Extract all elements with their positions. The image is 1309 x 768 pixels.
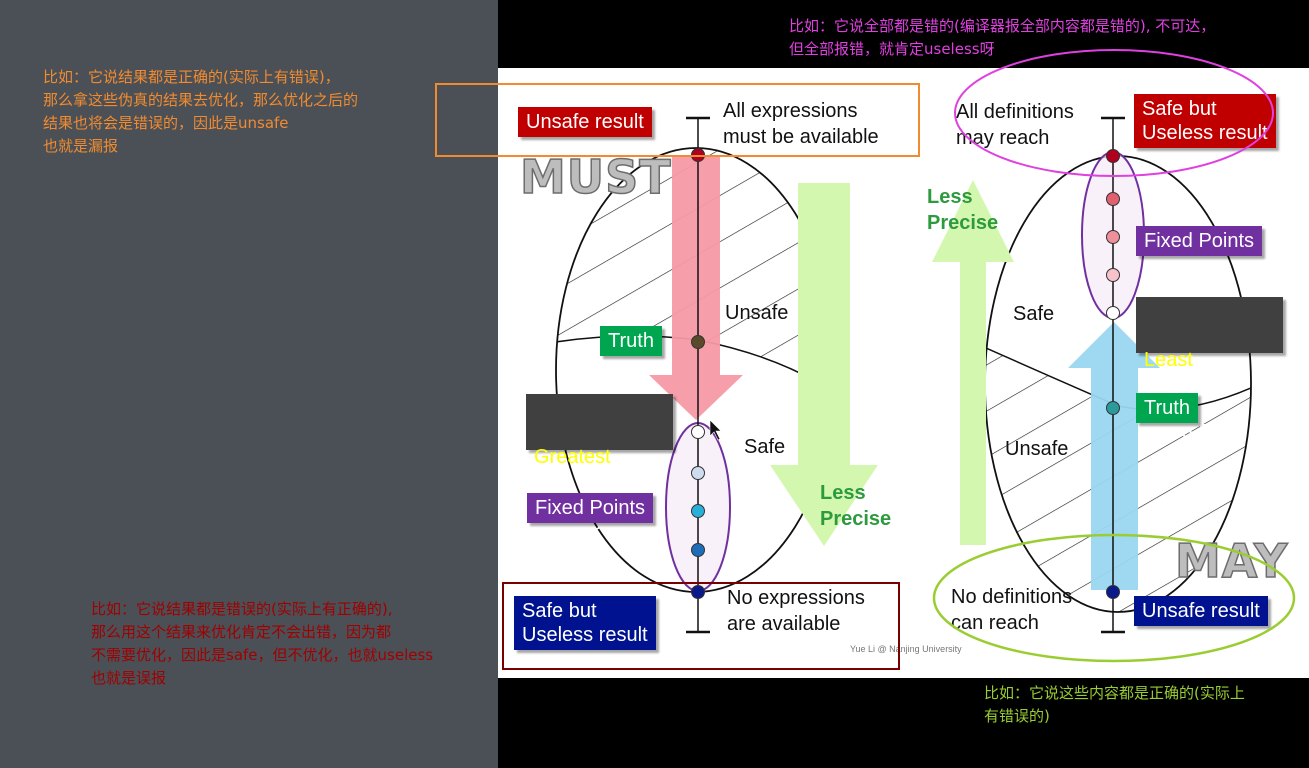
must-top-text: All expressions must be available <box>723 100 879 148</box>
may-title: MAY <box>1174 533 1289 589</box>
may-least-word: Least <box>1144 349 1193 371</box>
must-less-precise-arrow <box>770 183 878 546</box>
must-gfp-word: Fixed Point <box>534 518 635 540</box>
must-fp-node-3 <box>691 543 705 557</box>
may-less-precise-arrow <box>932 180 1014 545</box>
must-greatest-fixed-point-label: Greatest Fixed Point <box>526 394 673 540</box>
may-truth-node <box>1106 401 1120 415</box>
must-title: MUST <box>519 149 672 205</box>
must-bottom-text: No expressions are available <box>727 587 865 635</box>
must-descend-arrow <box>649 157 743 420</box>
may-bottom-text: No definitions can reach <box>951 586 1073 634</box>
must-safe-text: Safe <box>744 436 786 458</box>
may-unsafe-text: Unsafe <box>1005 438 1069 460</box>
must-greatest-word: Greatest <box>534 446 611 468</box>
must-gfp-node <box>691 425 705 439</box>
orange-note: 比如：它说结果都是正确的(实际上有错误)， 那么拿这些伪真的结果去优化，那么优化… <box>43 68 359 155</box>
must-less-precise-text: Less Precise <box>820 482 892 530</box>
lime-note: 比如：它说这些内容都是正确的(实际上 有错误的) <box>984 684 1245 725</box>
may-lfp-word: Fixed Point <box>1144 421 1245 443</box>
may-unsafe-result-label: Unsafe result <box>1134 596 1268 626</box>
must-unsafe-text: Unsafe <box>725 302 789 324</box>
must-fp-node-2 <box>691 504 705 518</box>
may-top-text: All definitions may reach <box>956 101 1074 149</box>
darkred-note: 比如：它说结果都是错误的(实际上有正确的), 那么用这个结果来优化肯定不会出错，… <box>91 600 434 687</box>
must-safe-useless-label: Safe but Useless result <box>514 596 656 650</box>
must-unsafe-result-label: Unsafe result <box>518 107 652 137</box>
may-fp-node-3 <box>1106 268 1120 282</box>
may-fp-node-2 <box>1106 230 1120 244</box>
mouse-cursor <box>709 419 722 441</box>
orange-highlight-box <box>435 83 920 157</box>
left-notes-panel <box>0 0 498 768</box>
may-fixed-points-label: Fixed Points <box>1136 226 1263 256</box>
must-truth-node <box>691 335 705 349</box>
may-least-fixed-point-label: Least Fixed Point <box>1136 297 1283 443</box>
may-fp-node-1 <box>1106 192 1120 206</box>
darkred-highlight-box <box>502 582 900 670</box>
lime-highlight-ellipse <box>932 533 1296 663</box>
may-safe-useless-label: Safe but Useless result <box>1134 94 1276 148</box>
magenta-highlight-ellipse <box>954 49 1274 177</box>
slide-credit: Yue Li @ Nanjing University <box>850 644 962 654</box>
must-fp-node-1 <box>691 466 705 480</box>
must-diagram <box>555 116 878 634</box>
may-less-precise-text: Less Precise <box>927 186 999 234</box>
may-truth-label: Truth <box>1136 393 1198 423</box>
magenta-note: 比如：它说全部都是错的(编译器报全部内容都是错的), 不可达， 但全部报错，就肯… <box>789 17 1216 58</box>
must-fixed-points-label: Fixed Points <box>527 493 654 523</box>
must-bottom-node <box>691 585 705 599</box>
must-truth-label: Truth <box>600 326 662 356</box>
may-lfp-node <box>1106 306 1120 320</box>
may-safe-text: Safe <box>1013 303 1055 325</box>
may-ascend-arrow <box>1068 322 1160 590</box>
may-bottom-node <box>1106 585 1120 599</box>
may-top-node <box>1106 149 1120 163</box>
